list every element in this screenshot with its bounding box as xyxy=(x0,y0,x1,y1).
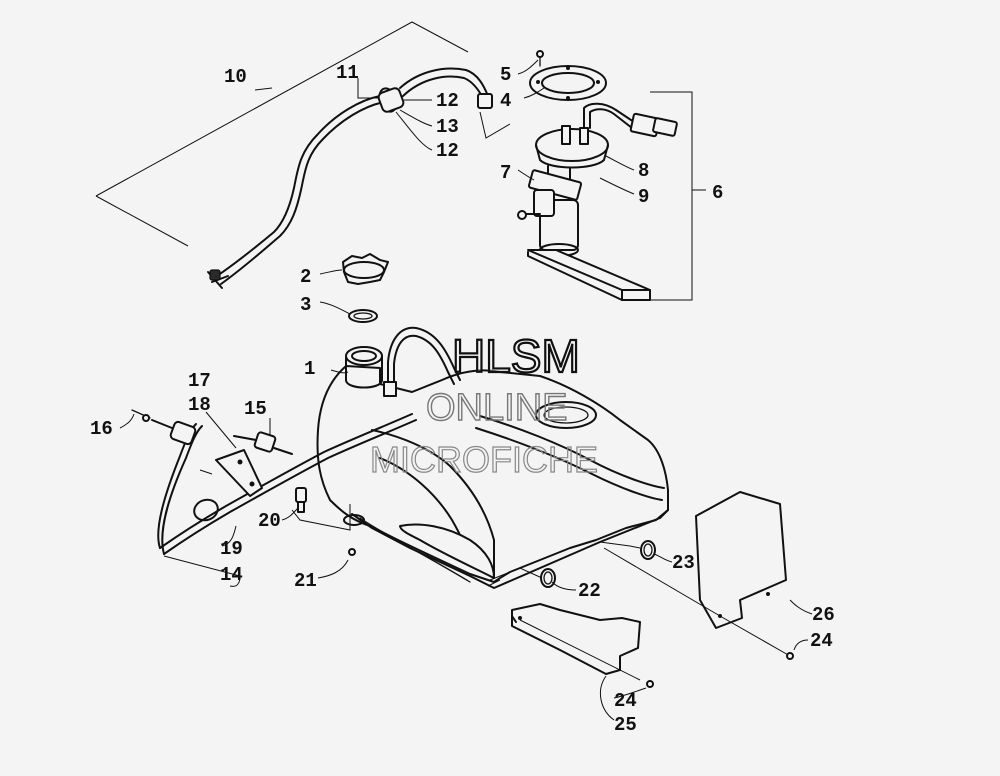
callout-17: 17 xyxy=(188,370,211,392)
fuel-pump-assembly xyxy=(479,50,706,301)
callout-24-left: 24 xyxy=(614,690,637,712)
callout-13: 13 xyxy=(436,116,459,138)
screw-24-a xyxy=(646,680,654,688)
callout-4: 4 xyxy=(500,90,511,112)
fuel-cap xyxy=(342,253,389,285)
fitting-23 xyxy=(599,540,656,560)
drain-hose-assembly xyxy=(131,409,417,555)
callout-20: 20 xyxy=(258,510,281,532)
heat-shield-26 xyxy=(603,491,791,657)
watermark: HLSM ONLINE MICROFICHE xyxy=(369,329,598,481)
callout-9: 9 xyxy=(638,186,649,208)
callout-8: 8 xyxy=(638,160,649,182)
grommet xyxy=(295,487,307,513)
callout-labels: 1 2 3 4 5 6 7 8 9 10 11 12 12 13 14 15 1… xyxy=(90,62,835,736)
callout-6: 6 xyxy=(712,182,723,204)
callout-3: 3 xyxy=(300,294,311,316)
callout-26: 26 xyxy=(812,604,835,626)
callout-12-bottom: 12 xyxy=(436,140,459,162)
callout-25: 25 xyxy=(614,714,637,736)
washer-21 xyxy=(343,514,365,556)
callout-24-right: 24 xyxy=(810,630,833,652)
callout-1: 1 xyxy=(304,358,315,380)
callout-12-top: 12 xyxy=(436,90,459,112)
callout-7: 7 xyxy=(500,162,511,184)
screw-24-b xyxy=(786,652,794,660)
cap-gasket xyxy=(348,309,378,323)
callout-5: 5 xyxy=(500,64,511,86)
callout-11: 11 xyxy=(336,62,359,84)
callout-15: 15 xyxy=(244,398,267,420)
callout-21: 21 xyxy=(294,570,317,592)
watermark-line-1: HLSM xyxy=(452,330,580,382)
callout-22: 22 xyxy=(578,580,601,602)
callout-2: 2 xyxy=(300,266,311,288)
watermark-line-3: MICROFICHE xyxy=(370,439,598,480)
heat-shield-25 xyxy=(487,579,641,681)
callout-19: 19 xyxy=(220,538,243,560)
callout-14: 14 xyxy=(220,564,243,586)
watermark-line-2: ONLINE xyxy=(426,387,567,429)
fuel-tank xyxy=(316,326,669,589)
callout-23: 23 xyxy=(672,552,695,574)
vent-hose-assembly xyxy=(95,21,493,289)
callout-10: 10 xyxy=(224,66,247,88)
callout-16: 16 xyxy=(90,418,113,440)
callout-18: 18 xyxy=(188,394,211,416)
fitting-22 xyxy=(489,567,556,588)
callout-leaders xyxy=(119,59,813,721)
